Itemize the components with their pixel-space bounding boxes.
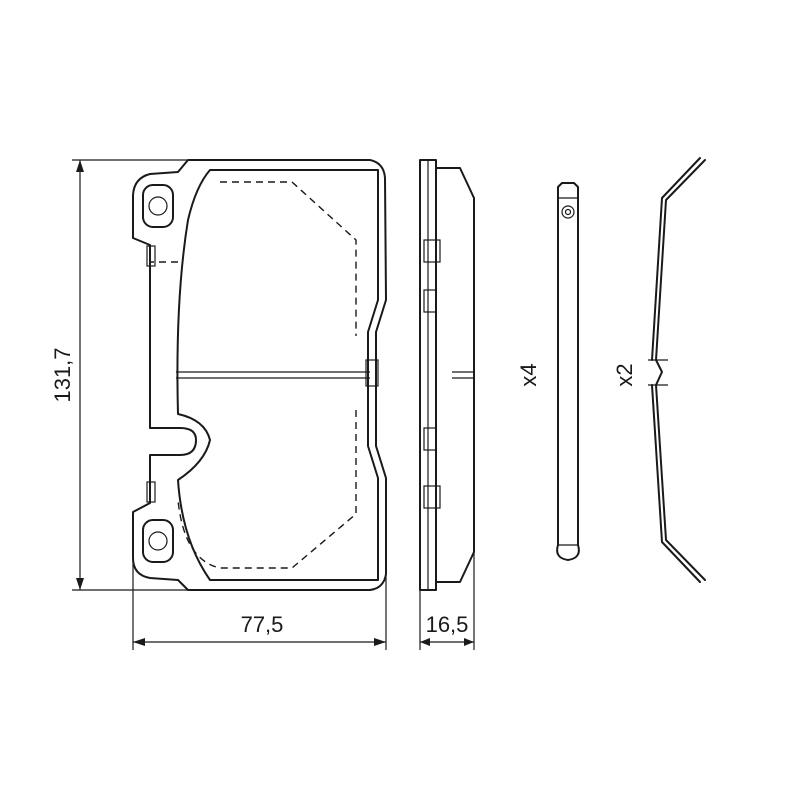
top-pin-hole — [148, 196, 168, 216]
clip-tab-upper — [146, 245, 156, 267]
springs-quantity: x2 — [612, 363, 637, 386]
guide-pin: x4 — [516, 182, 580, 561]
anti-rattle-spring: x2 — [612, 157, 706, 583]
side-friction-layer — [435, 167, 475, 583]
side-clip-3 — [423, 427, 437, 451]
top-mounting-ear — [142, 184, 174, 228]
width-value: 77,5 — [241, 612, 284, 637]
bottom-mounting-ear — [142, 519, 174, 563]
pin-outline — [556, 182, 580, 561]
side-clip-4 — [423, 485, 441, 509]
pin-hole-outer — [561, 205, 575, 219]
width-arrow-right — [374, 638, 386, 646]
width-arrow-left — [133, 638, 145, 646]
wear-indicator — [365, 359, 379, 387]
thickness-arrow-right — [464, 638, 474, 646]
spring-inner-outline — [651, 157, 701, 583]
side-backing-plate — [419, 159, 437, 591]
width-dimension: 77,5 — [132, 558, 387, 650]
friction-material-outline — [176, 169, 379, 581]
thickness-dimension: 16,5 — [419, 552, 475, 650]
pin-hole-inner — [564, 208, 572, 216]
pins-quantity: x4 — [516, 363, 541, 386]
height-value: 131,7 — [50, 347, 75, 402]
backing-plate-outline — [132, 159, 387, 591]
side-clip-1 — [423, 239, 441, 263]
bottom-pin-hole — [148, 531, 168, 551]
spring-outline — [655, 159, 706, 581]
height-arrow-bottom — [76, 578, 84, 590]
clip-tab-lower — [146, 481, 156, 503]
side-clip-2 — [423, 289, 437, 313]
brake-pad-side-view — [419, 159, 475, 591]
hidden-shim-contour — [150, 181, 357, 569]
thickness-arrow-left — [420, 638, 430, 646]
spring-center-notch — [648, 359, 668, 386]
thickness-value: 16,5 — [426, 612, 469, 637]
height-arrow-top — [76, 160, 84, 172]
brake-pad-front-view — [132, 159, 387, 591]
height-dimension: 131,7 — [50, 159, 188, 591]
